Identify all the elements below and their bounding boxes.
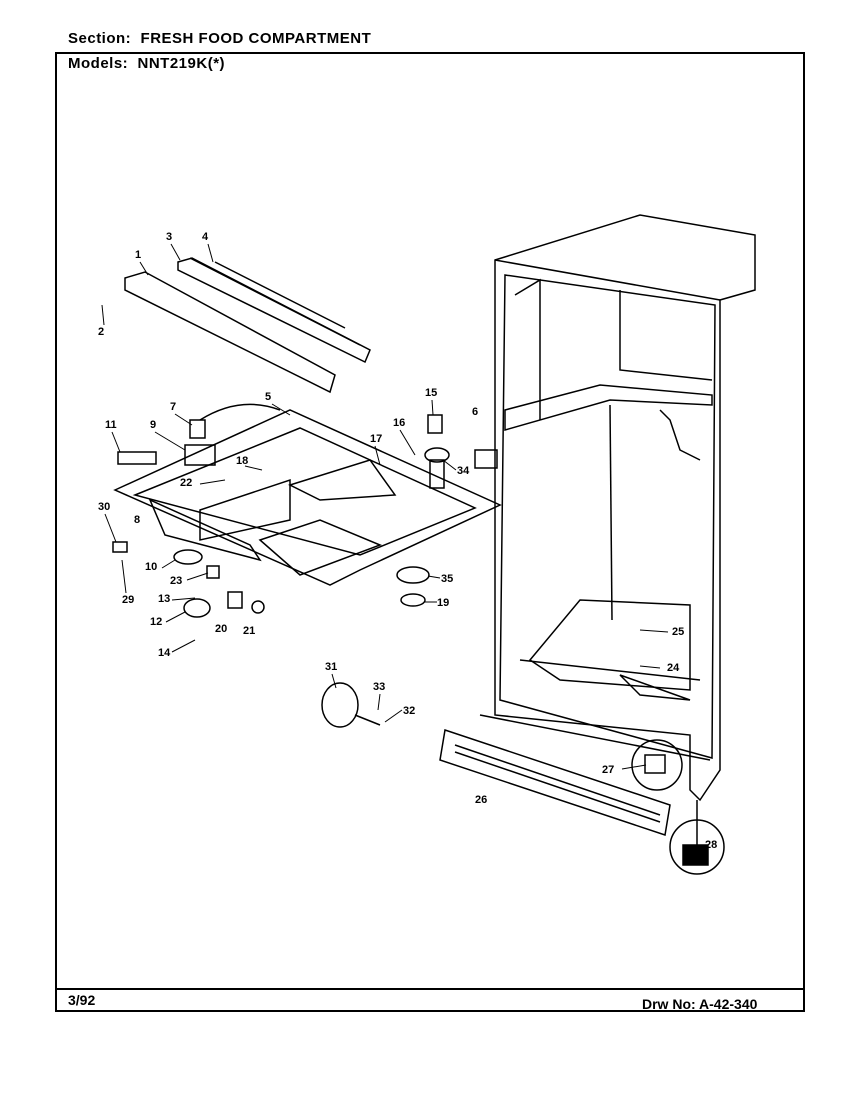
section-label: Section: (68, 30, 132, 47)
part-6 (474, 449, 498, 469)
part-32 (354, 714, 381, 726)
part-label: 17 (370, 433, 382, 445)
tray-assembly (113, 409, 502, 586)
part-30 (112, 541, 128, 553)
part-label: 7 (170, 401, 176, 413)
part-11 (117, 451, 157, 465)
models-label: Models: (68, 55, 129, 72)
part-9 (184, 444, 216, 466)
section-header: Section: FRESH FOOD COMPARTMENT (68, 30, 371, 47)
part-label: 26 (475, 794, 487, 806)
callout-27 (631, 739, 683, 791)
part-7 (189, 419, 206, 439)
part-label: 31 (325, 661, 337, 673)
part-label: 6 (472, 406, 478, 418)
part-label: 20 (215, 623, 227, 635)
footer-drawing-number: Drw No: A-42-340 (642, 996, 758, 1012)
diagram-frame (55, 52, 805, 1012)
part-label: 19 (437, 597, 449, 609)
part-label: 25 (672, 626, 684, 638)
part-19 (400, 593, 426, 607)
part-label: 3 (166, 231, 172, 243)
part-23 (206, 565, 220, 579)
part-34 (424, 447, 450, 463)
part-35 (396, 566, 430, 584)
part-label: 10 (145, 561, 157, 573)
part-label: 30 (98, 501, 110, 513)
part-label: 11 (105, 419, 117, 431)
part-label: 35 (441, 573, 453, 585)
part-label: 34 (457, 465, 470, 477)
part-label: 8 (134, 514, 140, 526)
footer-divider (55, 988, 805, 990)
part-label: 18 (236, 455, 248, 467)
part-label: 2 (98, 326, 104, 338)
part-label: 13 (158, 593, 170, 605)
grille (439, 729, 671, 836)
part-label: 1 (135, 249, 141, 261)
part-21 (251, 600, 265, 614)
part-12 (183, 598, 211, 618)
part-label: 4 (202, 231, 209, 243)
part-label: 16 (393, 417, 405, 429)
part-31 (321, 682, 359, 728)
models-header: Models: NNT219K(*) (68, 55, 225, 72)
part-label: 5 (265, 391, 271, 403)
part-label: 29 (122, 594, 134, 606)
part-label: 32 (403, 705, 415, 717)
part-label: 33 (373, 681, 385, 693)
part-label: 15 (425, 387, 437, 399)
part-label: 23 (170, 575, 182, 587)
cabinet (479, 214, 756, 802)
part-label: 22 (180, 477, 192, 489)
part-34-body (429, 459, 445, 489)
part-label: 27 (602, 764, 614, 776)
models-value: NNT219K(*) (137, 55, 226, 72)
part-15 (427, 414, 443, 434)
part-label: 24 (667, 662, 680, 674)
part-label: 28 (705, 839, 717, 851)
top-rails (124, 257, 371, 394)
part-20 (227, 591, 243, 609)
wire (199, 403, 281, 421)
section-value: FRESH FOOD COMPARTMENT (140, 30, 372, 47)
footer-date: 3/92 (68, 992, 96, 1008)
part-10 (173, 549, 203, 565)
part-label: 9 (150, 419, 156, 431)
part-label: 14 (158, 647, 171, 659)
part-label: 12 (150, 616, 162, 628)
part-label: 21 (243, 625, 255, 637)
